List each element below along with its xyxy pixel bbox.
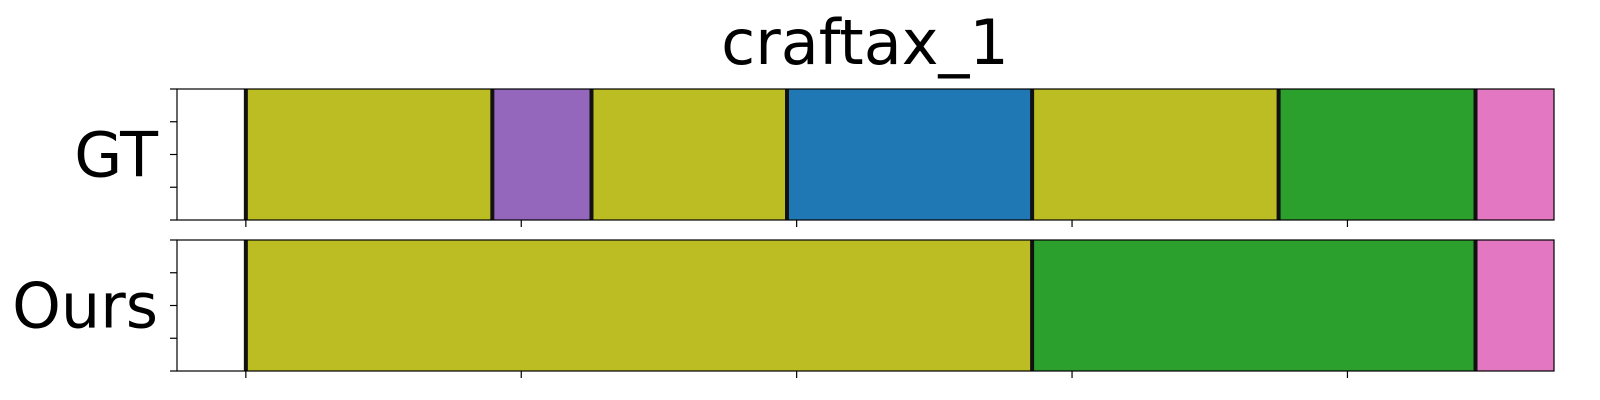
row-label: Ours bbox=[12, 270, 158, 343]
segment-bar bbox=[1475, 89, 1554, 220]
segment-bar bbox=[1475, 240, 1554, 371]
rows-layer: GT Ours bbox=[12, 88, 1555, 378]
segment-bar bbox=[787, 89, 1033, 220]
chart-title: craftax_1 bbox=[721, 6, 1009, 79]
row-gt: GT bbox=[74, 88, 1555, 227]
segment-bar bbox=[492, 89, 592, 220]
segment-bar bbox=[1278, 89, 1476, 220]
row-label: GT bbox=[74, 119, 159, 192]
segment-bar bbox=[1032, 240, 1476, 371]
segment-bar bbox=[245, 89, 493, 220]
segment-bar bbox=[245, 240, 1033, 371]
row-ours: Ours bbox=[12, 239, 1555, 378]
segment-bar bbox=[591, 89, 788, 220]
segment-bar bbox=[1032, 89, 1279, 220]
